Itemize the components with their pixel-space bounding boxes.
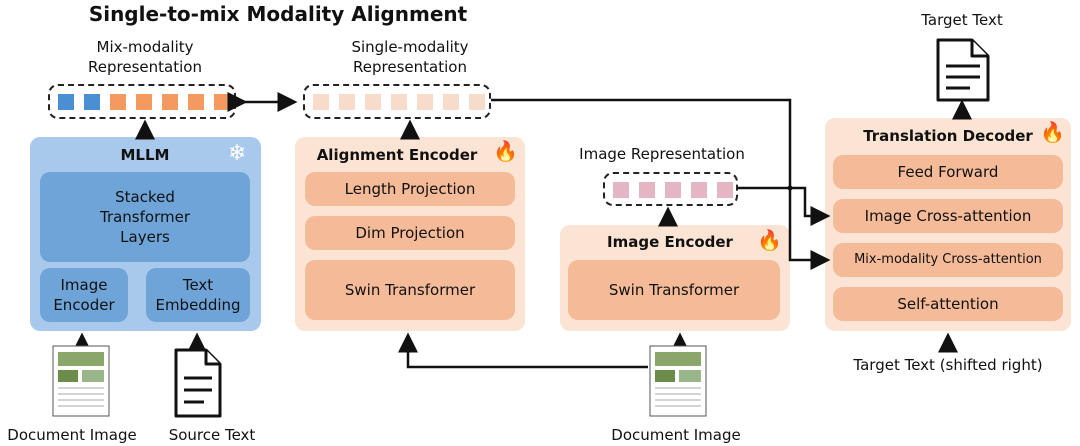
token (717, 182, 733, 198)
alignment-encoder-title: Alignment Encoder (316, 146, 478, 164)
token (84, 94, 100, 110)
token (691, 182, 707, 198)
token (665, 182, 681, 198)
dim-projection: Dim Projection (305, 216, 515, 250)
token (188, 94, 204, 110)
token (110, 94, 126, 110)
mix-rep-label-1: Mix-modality (96, 38, 194, 56)
target-text-label: Target Text (921, 11, 1003, 29)
diagram-title: Single-to-mix Modality Alignment (88, 2, 468, 26)
translation-decoder-title: Translation Decoder (863, 127, 1033, 145)
image-swin-transformer: Swin Transformer (568, 260, 780, 320)
token (443, 94, 459, 110)
single-rep-label-2: Representation (353, 58, 467, 76)
token (613, 182, 629, 198)
token (417, 94, 433, 110)
single-modality-representation (303, 84, 491, 119)
source-text-label: Source Text (168, 426, 256, 444)
target-shifted-label: Target Text (shifted right) (853, 356, 1043, 374)
token (162, 94, 178, 110)
document-image-icon (52, 345, 110, 417)
stacked-transformer-layers: Stacked Transformer Layers (40, 172, 250, 262)
fire-icon: 🔥 (1040, 120, 1065, 144)
image-encoder-title: Image Encoder (607, 233, 733, 251)
single-rep-label-1: Single-modality (351, 38, 469, 56)
mllm-title: MLLM (120, 146, 170, 164)
token (391, 94, 407, 110)
image-cross-attention: Image Cross-attention (833, 199, 1063, 233)
mix-rep-label-2: Representation (88, 58, 202, 76)
length-projection: Length Projection (305, 172, 515, 206)
document-image-icon (649, 345, 707, 417)
mix-modality-cross-attention: Mix-modality Cross-attention (833, 243, 1063, 277)
snowflake-icon: ❄ (228, 141, 247, 166)
token (313, 94, 329, 110)
image-representation (603, 172, 738, 206)
source-text-document-icon (174, 348, 222, 418)
token (639, 182, 655, 198)
image-rep-label: Image Representation (579, 145, 745, 163)
token (58, 94, 74, 110)
token (339, 94, 355, 110)
token (136, 94, 152, 110)
self-attention: Self-attention (833, 287, 1063, 321)
target-text-document-icon (936, 38, 990, 102)
token (365, 94, 381, 110)
fire-icon: 🔥 (493, 139, 518, 163)
fire-icon: 🔥 (757, 228, 782, 252)
mllm-text-embedding: Text Embedding (146, 268, 250, 322)
feed-forward: Feed Forward (833, 155, 1063, 189)
doc-image-label-left: Document Image (7, 426, 137, 444)
doc-image-label-right: Document Image (611, 426, 741, 444)
token (469, 94, 485, 110)
token (214, 94, 230, 110)
alignment-swin-transformer: Swin Transformer (305, 260, 515, 320)
mllm-image-encoder: Image Encoder (40, 268, 128, 322)
